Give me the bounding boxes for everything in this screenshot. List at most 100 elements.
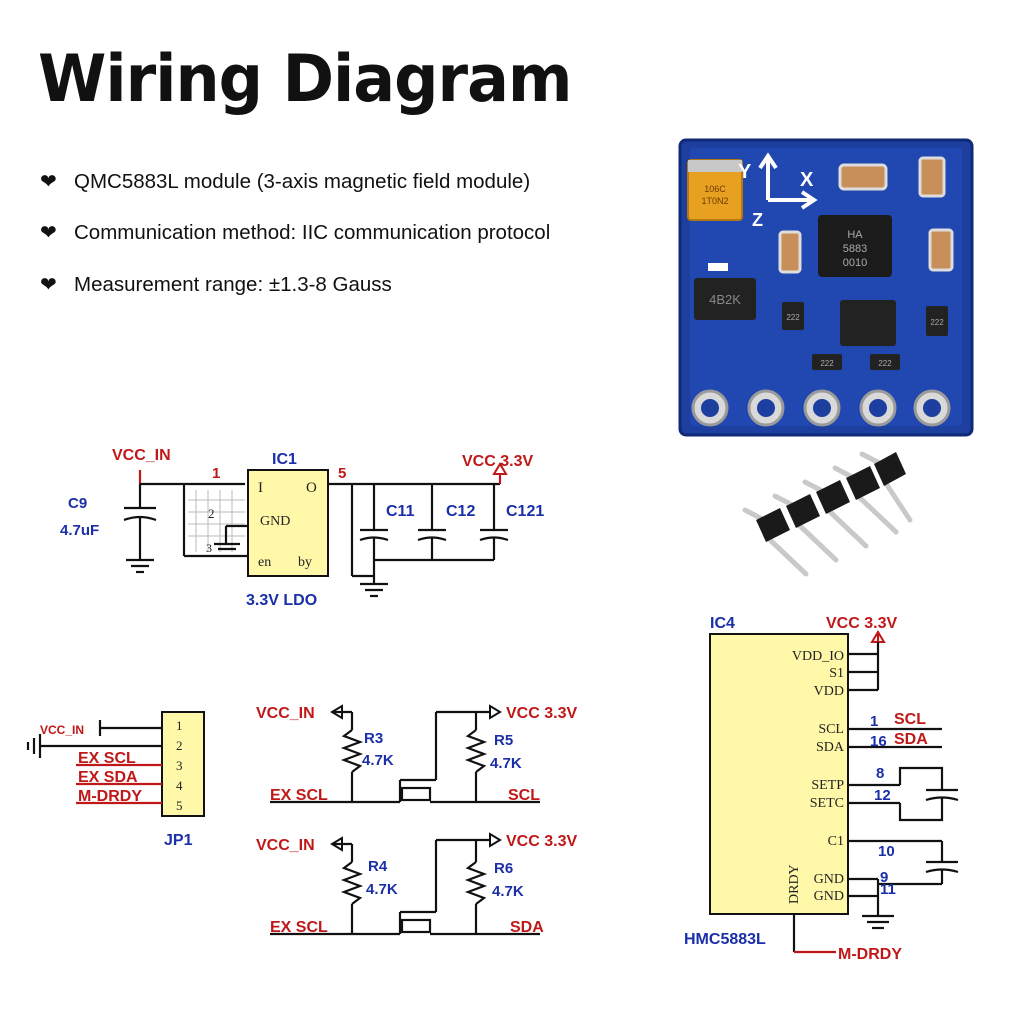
net-label: VCC_IN [256, 705, 315, 722]
level-shifter-sda: VCC_IN VCC 3.3V R4 4.7K R6 4.7K EX SCL S… [256, 832, 577, 936]
svg-text:3: 3 [176, 758, 183, 773]
svg-text:2: 2 [208, 506, 215, 521]
feature-text: QMC5883L module (3-axis magnetic field m… [74, 170, 531, 193]
ldo-circuit: VCC_IN IC1 VCC 3.3V 1 5 C9 4.7uF I O 2 G… [60, 447, 544, 609]
svg-text:5: 5 [176, 798, 183, 813]
net-label: VCC_IN [112, 447, 171, 464]
svg-text:SDA: SDA [816, 740, 845, 755]
net-label: M-DRDY [78, 788, 142, 805]
resistor-value: 4.7K [490, 755, 522, 772]
axis-indicator [758, 152, 818, 210]
pin-number: 12 [874, 787, 891, 804]
net-label: SDA [510, 919, 544, 936]
net-label: EX SCL [270, 787, 328, 804]
pin-number: 1 [870, 713, 878, 730]
capacitor-ref: C9 [68, 495, 87, 512]
smd-component [838, 163, 888, 191]
axis-y-label: Y [738, 161, 752, 183]
feature-bullet-communication: ❤ Communication method: IIC communicatio… [40, 221, 550, 245]
magnetometer-chip [818, 215, 892, 277]
svg-text:222: 222 [820, 359, 834, 368]
svg-text:222: 222 [878, 359, 892, 368]
jp1-body [161, 711, 205, 817]
svg-text:SCL: SCL [818, 722, 844, 737]
net-label: VCC 3.3V [462, 453, 533, 470]
net-label: VCC 3.3V [826, 615, 897, 632]
heart-icon: ❤ [40, 171, 57, 193]
jp1-connector: 1 2 3 4 5 VCC_IN EX SCL EX SDA M-DRDY JP… [26, 711, 205, 849]
resistor-ref: R5 [494, 732, 513, 749]
svg-text:1: 1 [176, 718, 183, 733]
axis-x-label: X [800, 169, 814, 191]
svg-text:GND: GND [260, 514, 290, 529]
resistor-value: 4.7K [366, 881, 398, 898]
pin-number: 16 [870, 733, 887, 750]
svg-text:4B2K: 4B2K [709, 292, 741, 307]
net-label: SCL [894, 711, 926, 728]
regulator-chip [694, 278, 756, 320]
capacitor-ref: C12 [446, 503, 475, 520]
svg-text:VDD_IO: VDD_IO [792, 649, 844, 664]
net-label: SDA [894, 731, 928, 748]
page-title: Wiring Diagram [38, 40, 573, 117]
svg-text:by: by [298, 555, 312, 570]
net-label: VCC 3.3V [506, 705, 577, 722]
resistor-value: 4.7K [362, 752, 394, 769]
svg-text:O: O [306, 480, 317, 496]
svg-text:GND: GND [814, 889, 844, 904]
heart-icon: ❤ [40, 274, 57, 296]
feature-bullet-range: ❤ Measurement range: ±1.3-8 Gauss [40, 273, 392, 297]
axis-z-label: Z [752, 210, 763, 230]
ic4-name: HMC5883L [684, 931, 766, 948]
svg-text:C1: C1 [828, 834, 844, 849]
feature-text: Communication method: IIC communication … [74, 221, 551, 244]
capacitor-ref: C11 [386, 503, 415, 520]
resistor-ref: R4 [368, 858, 388, 875]
svg-text:3: 3 [206, 541, 212, 555]
svg-text:I: I [258, 480, 263, 496]
pin-number: 1 [212, 465, 220, 482]
capacitor-value: 4.7uF [60, 522, 99, 539]
resistor-ref: R3 [364, 730, 383, 747]
svg-text:SETP: SETP [811, 778, 844, 793]
svg-text:en: en [258, 555, 271, 570]
svg-text:222: 222 [930, 318, 944, 327]
feature-text: Measurement range: ±1.3-8 Gauss [74, 273, 392, 296]
ic4-ref: IC4 [710, 615, 735, 632]
svg-text:0010: 0010 [843, 257, 867, 269]
net-label: EX SCL [78, 750, 136, 767]
net-label: VCC_IN [256, 837, 315, 854]
net-label: EX SCL [270, 919, 328, 936]
pin-number: 5 [338, 465, 346, 482]
ic4-hmc5883l: IC4 VCC 3.3V VDD_IO S1 VDD SCL SDA SETP … [684, 615, 959, 963]
level-shifter-scl: VCC_IN VCC 3.3V R3 4.7K R5 4.7K EX SCL S… [256, 704, 577, 804]
svg-text:2: 2 [176, 738, 183, 753]
jp1-ref: JP1 [164, 832, 193, 849]
feature-bullet-module: ❤ QMC5883L module (3-axis magnetic field… [40, 170, 530, 194]
svg-text:VDD: VDD [814, 684, 844, 699]
net-label: EX SDA [78, 769, 138, 786]
resistor-ref: R6 [494, 860, 513, 877]
svg-text:5883: 5883 [843, 243, 867, 255]
svg-text:GND: GND [814, 872, 844, 887]
net-label: VCC 3.3V [506, 833, 577, 850]
ic1-ref: IC1 [272, 451, 297, 468]
capacitor-ref: C121 [506, 503, 544, 520]
drdy-pin-label: DRDY [787, 864, 802, 904]
ic1-name: 3.3V LDO [246, 592, 317, 609]
pin-number: 10 [878, 843, 895, 860]
mosfet-chip [840, 300, 896, 346]
net-label: SCL [508, 787, 540, 804]
chip-marking: HA [847, 229, 863, 241]
svg-text:4: 4 [176, 778, 183, 793]
resistor-value: 4.7K [492, 883, 524, 900]
ic4-body [709, 633, 849, 915]
ic1-body [247, 469, 329, 577]
pin-header-photo [742, 451, 913, 577]
smd-component [918, 156, 946, 198]
pin-number: 8 [876, 765, 884, 782]
svg-text:S1: S1 [829, 666, 844, 681]
